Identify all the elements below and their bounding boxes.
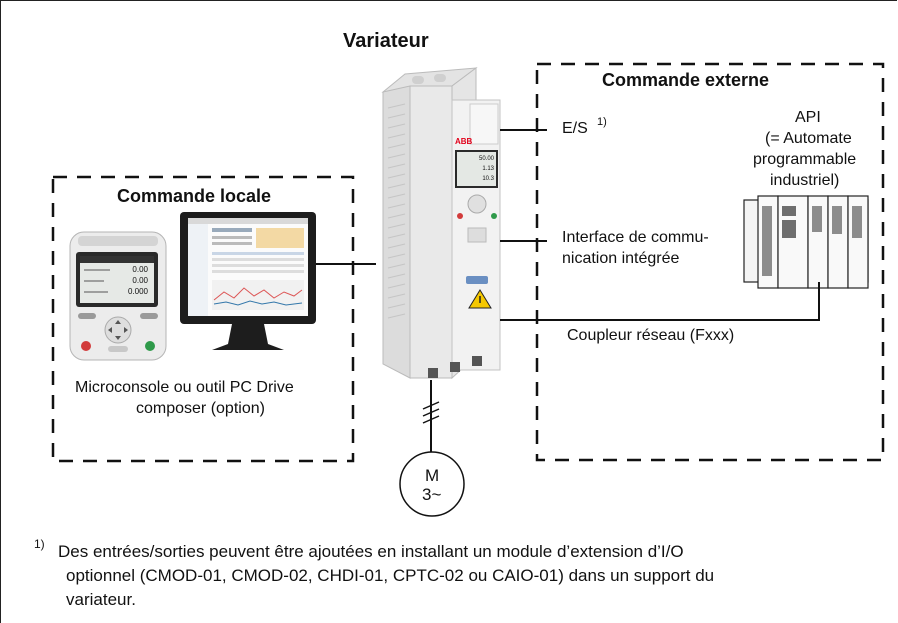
drive-value-2: 1.13 <box>482 166 494 172</box>
external-control-box <box>535 62 885 462</box>
io-label: E/S <box>562 120 588 137</box>
plc-label-line2: (= Automate <box>765 130 852 147</box>
io-footnote-marker: 1) <box>597 116 607 128</box>
connection-lines <box>316 129 820 452</box>
motor-circle <box>399 451 465 517</box>
plc-unit <box>743 195 869 289</box>
plc-label-line3: programmable <box>753 151 857 168</box>
drive-value-1: 50.00 <box>479 156 495 162</box>
motor-label-line2: 3~ <box>422 485 442 504</box>
local-control-caption-line1: Microconsole ou outil PC Drive <box>75 379 294 396</box>
panel-value-3: 0.000 <box>128 287 149 296</box>
control-panel: 0.00 0.00 0.000 <box>69 231 167 361</box>
external-control-title: Commande externe <box>602 70 770 90</box>
plc-label-line4: industriel) <box>770 172 840 189</box>
footnote-line-3: variateur. <box>66 590 136 609</box>
drive-value-3: 10.3 <box>482 176 494 182</box>
footnote-line-1: Des entrées/sorties peuvent être ajoutée… <box>58 542 684 561</box>
pc-monitor <box>180 212 316 350</box>
local-control-box <box>51 175 355 463</box>
drive-logo: ABB <box>455 137 473 146</box>
drive-unit: ABB 50.00 1.13 10.3 <box>381 67 501 380</box>
embedded-fieldbus-label-line2: nication intégrée <box>562 250 680 267</box>
footnote-marker: 1) <box>34 537 45 551</box>
plc-label-line1: API <box>795 109 821 126</box>
local-control-title: Commande locale <box>117 186 272 206</box>
motor-label-line1: M <box>425 466 440 485</box>
panel-value-2: 0.00 <box>132 276 148 285</box>
local-control-caption-line2: composer (option) <box>136 400 265 417</box>
footnote-line-2: optionnel (CMOD-01, CMOD-02, CHDI-01, CP… <box>66 566 715 585</box>
embedded-fieldbus-label-line1: Interface de commu- <box>562 229 709 246</box>
panel-value-1: 0.00 <box>132 265 148 274</box>
drive-title: Variateur <box>343 30 429 52</box>
three-phase-mark <box>422 401 440 424</box>
fieldbus-adapter-label: Coupleur réseau (Fxxx) <box>567 327 735 344</box>
